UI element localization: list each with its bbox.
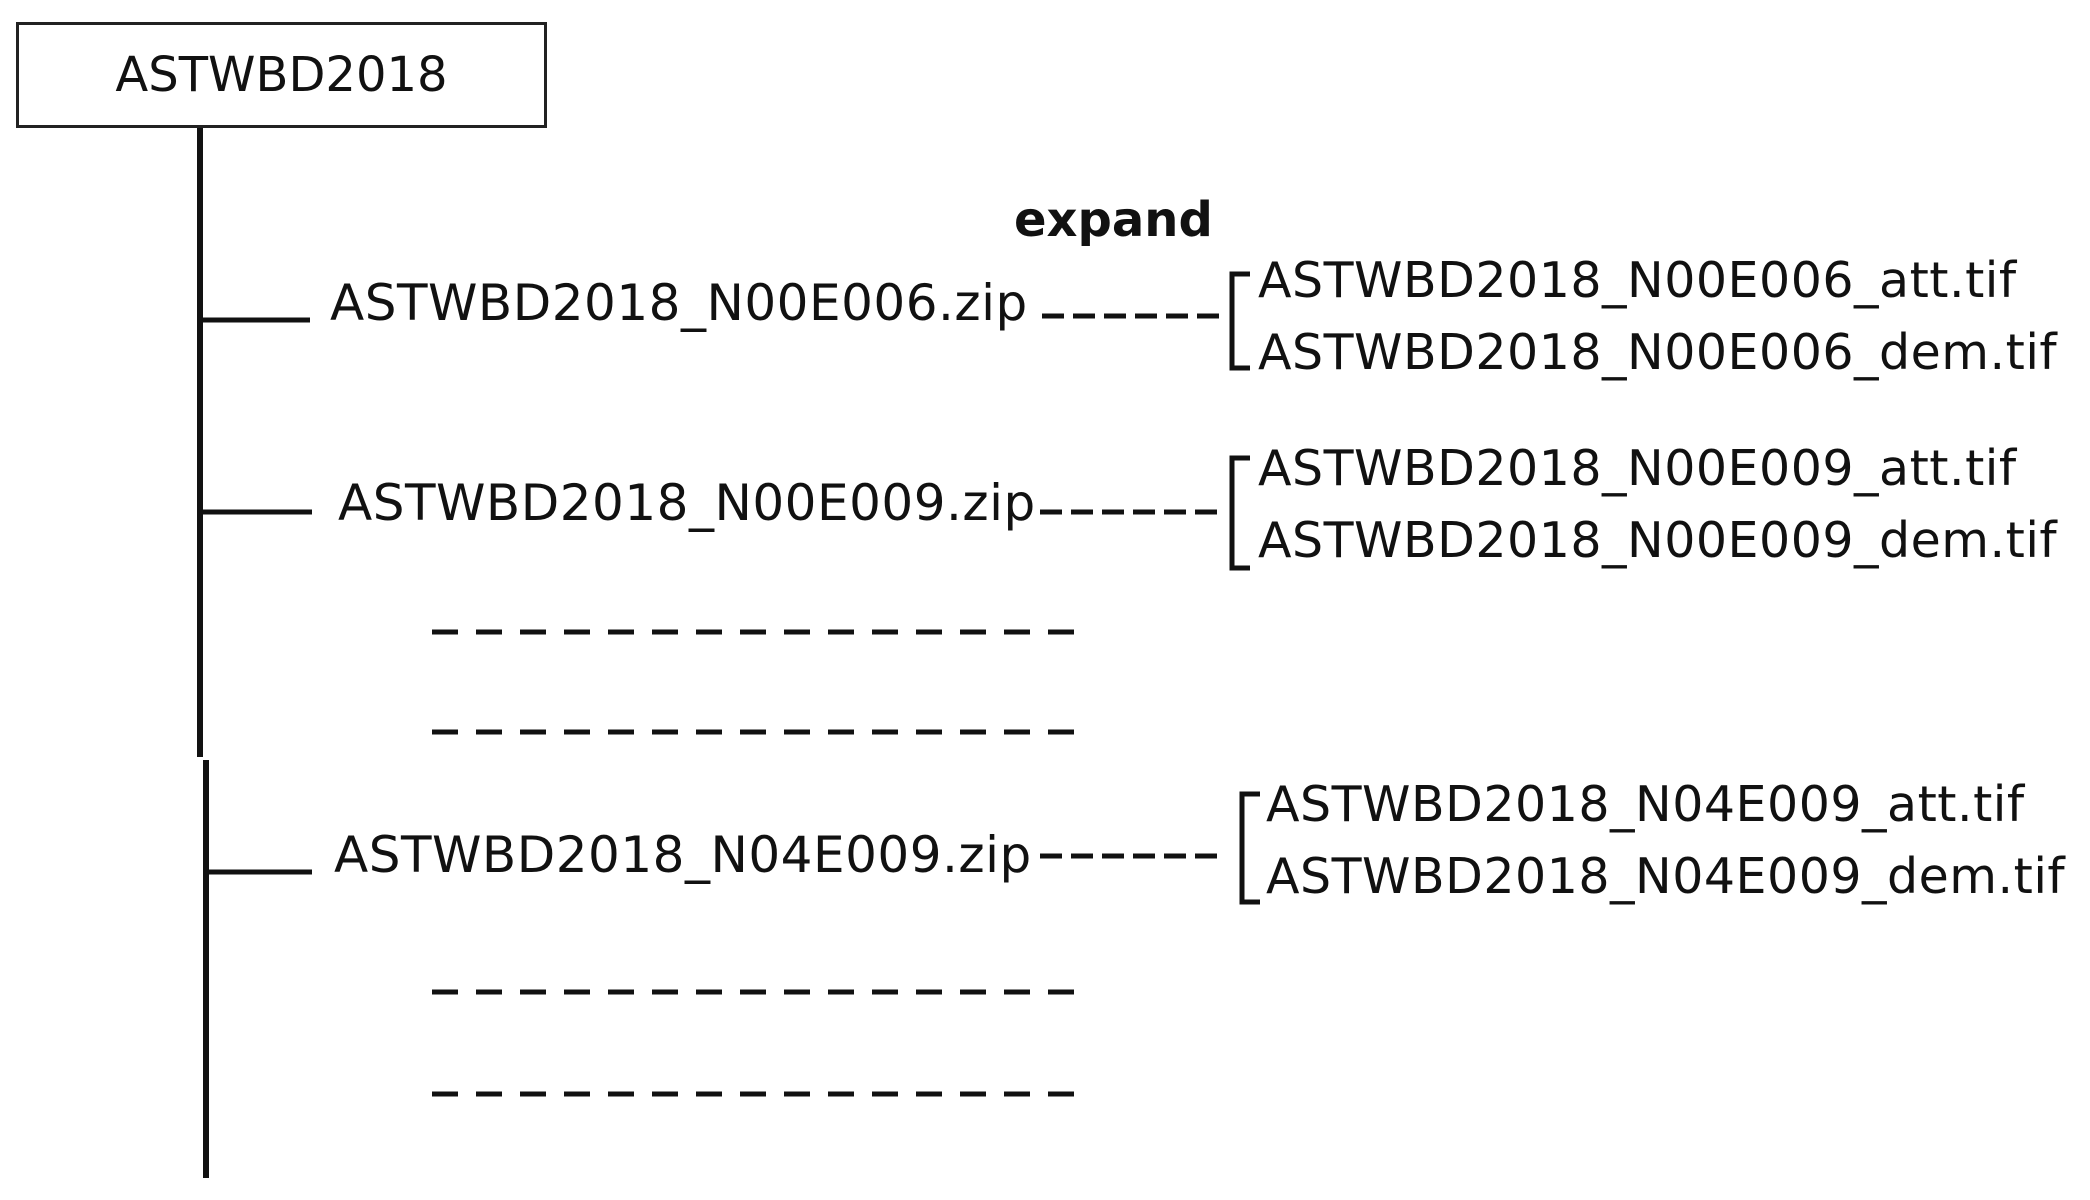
- bracket-1: [1229, 271, 1250, 371]
- root-folder-label: ASTWBD2018: [115, 47, 448, 103]
- tif-file-1a: ASTWBD2018_N00E006_att.tif: [1258, 252, 2017, 309]
- zip-file-2: ASTWBD2018_N00E009.zip: [338, 474, 1036, 532]
- tif-file-3a: ASTWBD2018_N04E009_att.tif: [1266, 776, 2025, 833]
- tif-file-2a: ASTWBD2018_N00E009_att.tif: [1258, 440, 2017, 497]
- bracket-2: [1229, 455, 1250, 571]
- tif-file-2b: ASTWBD2018_N00E009_dem.tif: [1258, 512, 2058, 569]
- root-folder-box: ASTWBD2018: [16, 22, 547, 128]
- expand-label: expand: [1014, 192, 1213, 248]
- tif-file-3b: ASTWBD2018_N04E009_dem.tif: [1266, 848, 2066, 905]
- tif-file-1b: ASTWBD2018_N00E006_dem.tif: [1258, 324, 2058, 381]
- zip-file-1: ASTWBD2018_N00E006.zip: [330, 274, 1028, 332]
- zip-file-3: ASTWBD2018_N04E009.zip: [334, 826, 1032, 884]
- bracket-3: [1239, 791, 1260, 905]
